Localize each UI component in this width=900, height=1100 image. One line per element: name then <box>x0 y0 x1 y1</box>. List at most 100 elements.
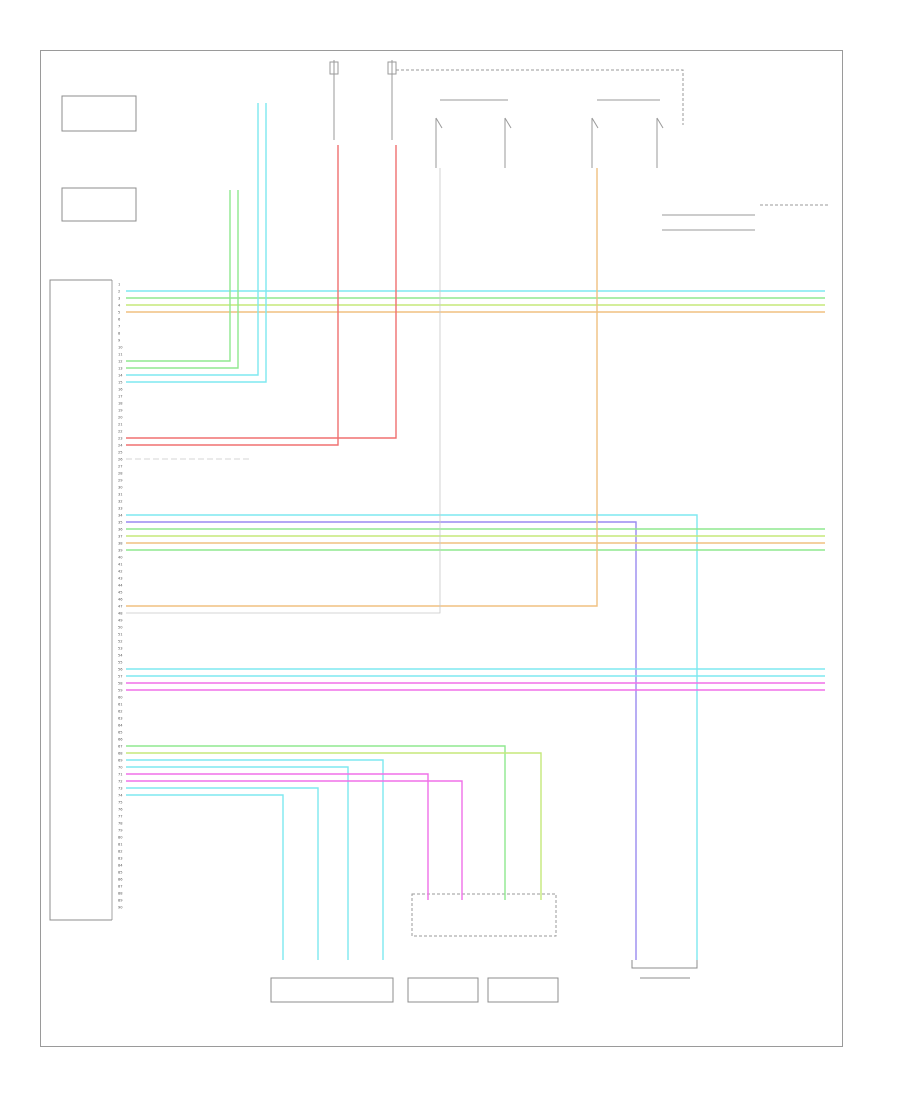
wire-pin-34 <box>126 514 698 960</box>
connector-pin-28: 28 <box>118 472 123 476</box>
connector-pin-40: 40 <box>118 556 123 560</box>
connector-pin-82: 82 <box>118 850 123 854</box>
connector-pin-52: 52 <box>118 640 123 644</box>
connector-pin-51: 51 <box>118 633 123 637</box>
seat-belt-tensioner-assembly <box>411 893 557 937</box>
connector-pin-89: 89 <box>118 899 123 903</box>
connector-pin-78: 78 <box>118 822 123 826</box>
connector-pin-77: 77 <box>118 815 123 819</box>
passenger-airbag-module <box>270 977 394 1003</box>
connector-pin-64: 64 <box>118 724 123 728</box>
connector-pin-73: 73 <box>118 787 123 791</box>
connector-pin-84: 84 <box>118 864 123 868</box>
connector-pin-19: 19 <box>118 409 123 413</box>
wire-pin-73 <box>126 787 319 960</box>
driver-seat-module <box>487 977 559 1003</box>
driver-side-curtain-module <box>407 977 479 1003</box>
connector-pin-11: 11 <box>118 353 123 357</box>
connector-pin-66: 66 <box>118 738 123 742</box>
connector-pin-17: 17 <box>118 395 123 399</box>
connector-pin-48: 48 <box>118 612 123 616</box>
connector-pin-46: 46 <box>118 598 123 602</box>
connector-pin-16: 16 <box>118 388 123 392</box>
driver-seat-belt-sensor <box>61 187 137 222</box>
wire-pin-24 <box>126 145 339 446</box>
connector-pin-71: 71 <box>118 773 123 777</box>
static-components <box>49 60 830 1003</box>
connector-pin-32: 32 <box>118 500 123 504</box>
connector-pin-4: 4 <box>118 304 121 308</box>
connector-pin-88: 88 <box>118 892 123 896</box>
connector-pin-86: 86 <box>118 878 123 882</box>
connector-pin-5: 5 <box>118 311 120 315</box>
impact-sensor-center-left <box>504 117 512 168</box>
wire-pin-69 <box>126 759 384 960</box>
impact-sensor-left <box>435 99 508 168</box>
connector-pin-80: 80 <box>118 836 123 840</box>
connector-pin-24: 24 <box>118 444 123 448</box>
wire-pin-67 <box>126 745 506 900</box>
connector-pin-10: 10 <box>118 346 123 350</box>
diagram-border <box>40 50 843 1047</box>
wire-pin-47 <box>126 168 598 607</box>
connector-pin-38: 38 <box>118 542 123 546</box>
connector-pin-83: 83 <box>118 857 123 861</box>
connector-pin-41: 41 <box>118 563 123 567</box>
connector-pin-3: 3 <box>118 297 120 301</box>
connector-pin-47: 47 <box>118 605 123 609</box>
connector-pin-63: 63 <box>118 717 123 721</box>
connector-pin-57: 57 <box>118 675 123 679</box>
connector-pin-33: 33 <box>118 507 123 511</box>
connector-pin-44: 44 <box>118 584 123 588</box>
connector-pin-54: 54 <box>118 654 123 658</box>
connector-pin-30: 30 <box>118 486 123 490</box>
connector-pin-labels: 1234567891011121314151617181920212223242… <box>118 283 123 910</box>
wire-pin-15 <box>126 103 267 383</box>
connector-pin-55: 55 <box>118 661 123 665</box>
fuse-b <box>387 60 684 140</box>
connector-pin-50: 50 <box>118 626 123 630</box>
wire-pin-13 <box>126 190 239 369</box>
connector-pin-21: 21 <box>118 423 123 427</box>
connector-pin-39: 39 <box>118 549 123 553</box>
connector-pin-35: 35 <box>118 521 123 525</box>
wire-pin-71 <box>126 773 429 900</box>
connector-pin-26: 26 <box>118 458 123 462</box>
connector-pin-53: 53 <box>118 647 123 651</box>
connector-pin-42: 42 <box>118 570 123 574</box>
wire-pin-74 <box>126 794 284 960</box>
connector-pin-27: 27 <box>118 465 123 469</box>
connector-pin-22: 22 <box>118 430 123 434</box>
wire-pin-70 <box>126 766 349 960</box>
connector-pin-58: 58 <box>118 682 123 686</box>
connector-pin-62: 62 <box>118 710 123 714</box>
connector-pin-18: 18 <box>118 402 123 406</box>
wire-pin-72 <box>126 780 463 900</box>
fuse-a <box>329 60 339 140</box>
connector-pin-56: 56 <box>118 668 123 672</box>
connector-pin-29: 29 <box>118 479 123 483</box>
connector-pin-65: 65 <box>118 731 123 735</box>
connector-pin-8: 8 <box>118 332 121 336</box>
connector-pin-14: 14 <box>118 374 123 378</box>
connector-pin-2: 2 <box>118 290 120 294</box>
connector-pin-67: 67 <box>118 745 123 749</box>
impact-sensor-right <box>656 117 830 231</box>
connector-pin-13: 13 <box>118 367 123 371</box>
connector-pin-81: 81 <box>118 843 123 847</box>
wire-pin-14 <box>126 103 259 376</box>
connector-pin-87: 87 <box>118 885 123 889</box>
connector-pin-90: 90 <box>118 906 123 910</box>
connector-pin-72: 72 <box>118 780 123 784</box>
connector-pin-25: 25 <box>118 451 123 455</box>
connector-pin-85: 85 <box>118 871 123 875</box>
connector-pin-1: 1 <box>118 283 120 287</box>
connector-pin-15: 15 <box>118 381 123 385</box>
connector-pin-6: 6 <box>118 318 121 322</box>
connector-pin-9: 9 <box>118 339 121 343</box>
wire-pin-23 <box>126 145 397 439</box>
connector-pin-23: 23 <box>118 437 123 441</box>
connector-pin-31: 31 <box>118 493 123 497</box>
connector-pin-7: 7 <box>118 325 120 329</box>
